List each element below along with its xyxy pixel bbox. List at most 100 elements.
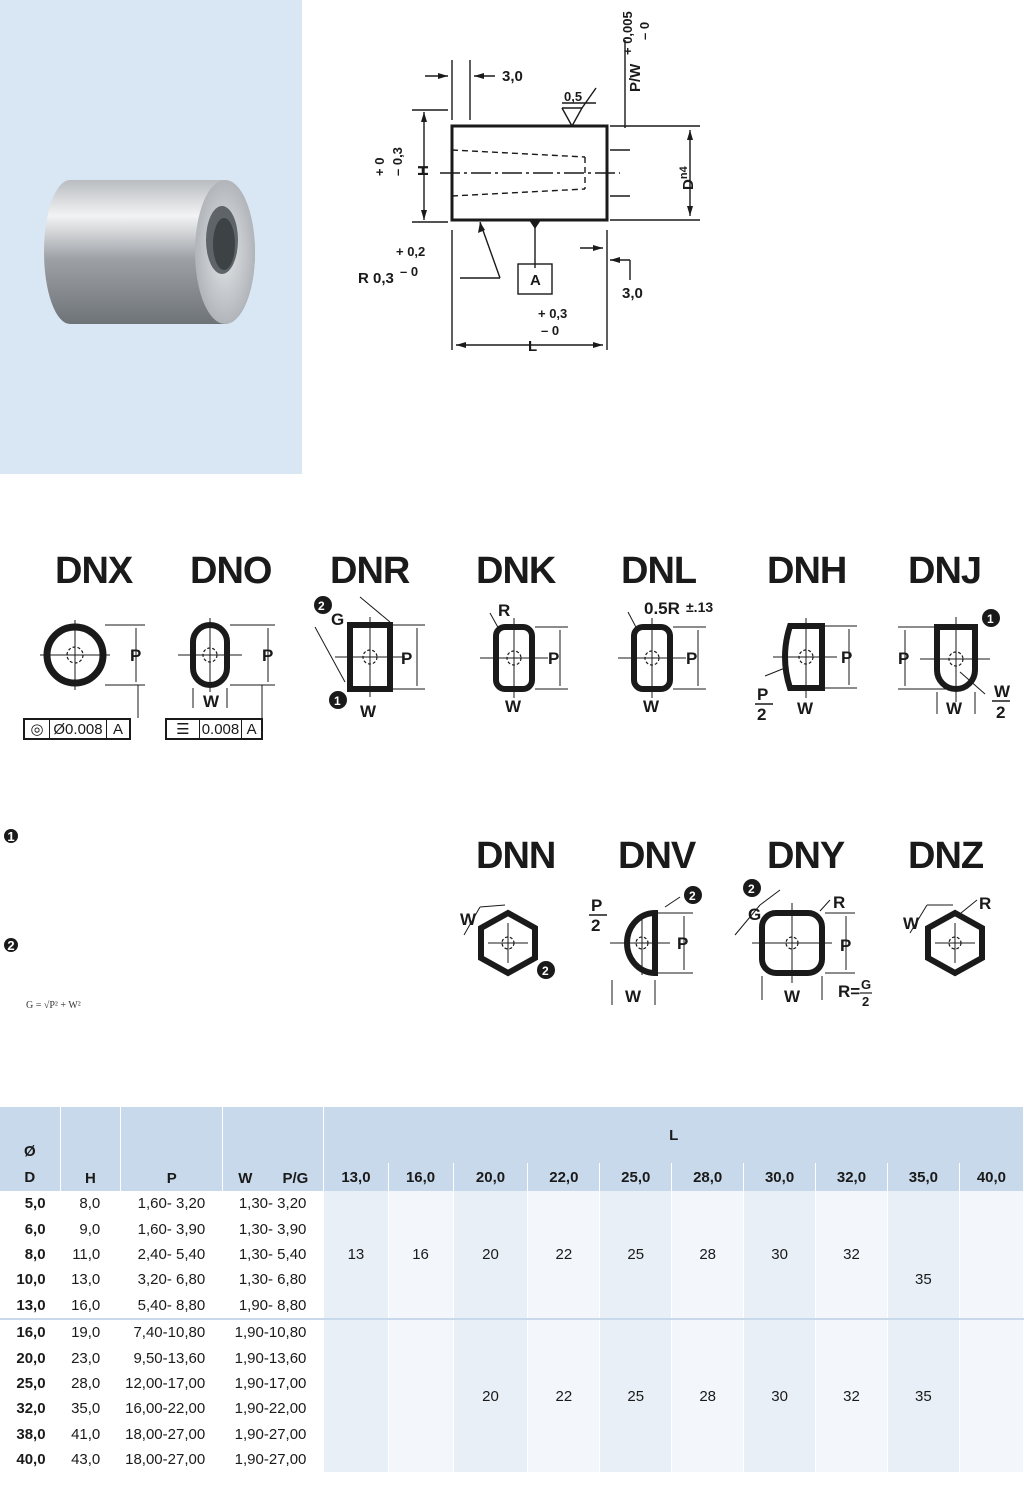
g-label: G bbox=[331, 610, 344, 629]
note-1-marker: 1 bbox=[4, 829, 18, 844]
r-tol-plus: + 0,2 bbox=[396, 244, 425, 259]
p-half-den: 2 bbox=[757, 705, 766, 724]
code-dnr: DNR bbox=[330, 550, 410, 592]
dnz-hex-shape: W R bbox=[903, 894, 991, 977]
code-dnv: DNV bbox=[618, 835, 696, 877]
technical-drawing: 3,0 0,5 P/W + 0,005 – 0 H + 0 – 0,3 Dn4 … bbox=[340, 0, 720, 370]
p-label: P bbox=[686, 649, 697, 668]
p-label: P bbox=[840, 936, 851, 955]
p-label: P bbox=[130, 646, 141, 665]
table-header-row-2: 13,0 16,0 20,0 22,0 25,0 28,0 30,0 32,0 … bbox=[0, 1163, 1024, 1191]
svg-text:2: 2 bbox=[862, 994, 869, 1009]
r-label: R bbox=[833, 893, 845, 912]
p-half-num: P bbox=[757, 685, 768, 704]
product-image-panel bbox=[0, 0, 302, 474]
code-dnx: DNX bbox=[55, 550, 133, 592]
pw-tol-minus: – 0 bbox=[637, 22, 652, 40]
r-tol-minus: – 0 bbox=[400, 264, 418, 279]
col-header-l: L bbox=[323, 1107, 1024, 1163]
p-label: P bbox=[898, 649, 909, 668]
w-label: W bbox=[903, 914, 920, 933]
d-label: Dn4 bbox=[678, 165, 697, 190]
dnv-d-shape: P 2 2 P W bbox=[589, 886, 702, 1005]
svg-text:1: 1 bbox=[987, 612, 994, 626]
h-tol-minus: – 0,3 bbox=[390, 147, 405, 176]
w-label: W bbox=[203, 692, 220, 711]
dim-top-label: 3,0 bbox=[502, 68, 523, 85]
w-label: W bbox=[797, 699, 814, 718]
dim-right-label: 3,0 bbox=[622, 285, 643, 302]
dnr-rectangular-shape: 2 1 G P W bbox=[314, 596, 425, 721]
p-label: P bbox=[262, 646, 273, 665]
p-half-num: P bbox=[591, 896, 602, 915]
svg-text:2: 2 bbox=[748, 882, 755, 896]
r-eq-label: R= bbox=[838, 982, 860, 1001]
svg-text:1: 1 bbox=[334, 694, 341, 708]
w-label: W bbox=[784, 987, 801, 1006]
w-label: W bbox=[946, 699, 963, 718]
w-label: W bbox=[460, 910, 477, 929]
dnl-rounded-rect-shape: 0.5R ±.13 P W bbox=[618, 599, 713, 716]
p-label: P bbox=[548, 649, 559, 668]
p-half-den: 2 bbox=[591, 916, 600, 935]
svg-text:2: 2 bbox=[318, 599, 325, 613]
note-2-marker: 2 bbox=[4, 938, 18, 953]
code-dnn: DNN bbox=[476, 835, 556, 877]
code-dnk: DNK bbox=[476, 550, 556, 592]
dnx-round-shape: P bbox=[40, 620, 145, 718]
col-header-h: H bbox=[60, 1107, 122, 1191]
code-dnh: DNH bbox=[767, 550, 847, 592]
pw-tol-plus: + 0,005 bbox=[620, 11, 635, 55]
code-dno: DNO bbox=[190, 550, 272, 592]
p-label: P bbox=[401, 649, 412, 668]
bushing-photo bbox=[44, 180, 255, 324]
w-label: W bbox=[505, 697, 522, 716]
g-label: G bbox=[748, 905, 761, 924]
w-label: W bbox=[643, 697, 660, 716]
p-label: P bbox=[841, 648, 852, 667]
dnj-single-d-shape: 1 P W W 2 bbox=[898, 609, 1011, 722]
svg-text:2: 2 bbox=[689, 889, 696, 903]
l-tol-plus: + 0,3 bbox=[538, 306, 567, 321]
symmetry-icon: ☰ bbox=[167, 720, 200, 738]
w-half-den: 2 bbox=[996, 703, 1005, 722]
tolerance-frame-concentricity: ◎ Ø0.008 A bbox=[23, 718, 131, 740]
w-label: W bbox=[625, 987, 642, 1005]
svg-text:G: G bbox=[861, 977, 871, 992]
h-label: H bbox=[415, 165, 432, 176]
p-label: P bbox=[677, 934, 688, 953]
code-dnl: DNL bbox=[621, 550, 697, 592]
col-header-p: P bbox=[120, 1107, 224, 1191]
datum-a: A bbox=[530, 272, 541, 289]
dnn-hex-shape: W 2 bbox=[460, 904, 555, 979]
l-tol-minus: – 0 bbox=[541, 323, 559, 338]
h-tol-plus: + 0 bbox=[372, 158, 387, 176]
r-label: R bbox=[979, 894, 991, 913]
dnh-double-d-shape: P P 2 W bbox=[755, 618, 857, 724]
concentricity-icon: ◎ bbox=[25, 720, 50, 738]
code-dnj: DNJ bbox=[908, 550, 982, 592]
l-label: L bbox=[528, 338, 537, 355]
w-label: W bbox=[360, 702, 377, 721]
pw-label: P/W bbox=[627, 63, 644, 92]
surface-label: 0,5 bbox=[564, 89, 582, 104]
g-formula: G = √P² + W² bbox=[26, 1000, 81, 1011]
r-label: R 0,3 bbox=[358, 270, 394, 287]
svg-text:2: 2 bbox=[542, 964, 549, 978]
tolerance-frame-symmetry: ☰ 0.008 A bbox=[165, 718, 263, 740]
code-dnz: DNZ bbox=[908, 835, 984, 877]
